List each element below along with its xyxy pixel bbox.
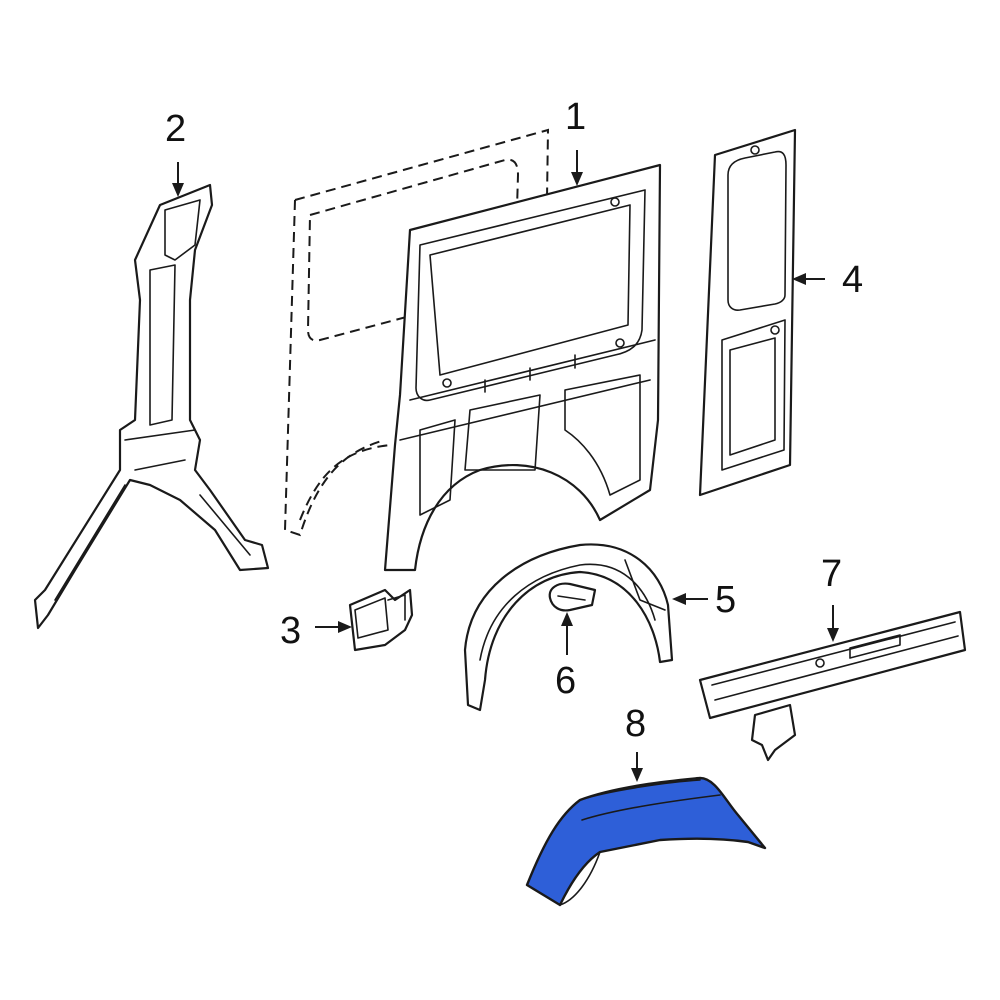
arrowhead-3 [338,621,352,633]
part-6-clip[interactable] [548,582,597,612]
callout-1: 1 [565,96,587,138]
part-1-quarter-inner-panel[interactable] [383,163,662,572]
part-3-bracket[interactable] [348,588,414,652]
callout-7: 7 [821,553,843,595]
callout-2: 2 [165,108,187,150]
callout-5: 5 [715,579,737,621]
arrowhead-8 [631,768,643,782]
arrowhead-7 [827,628,839,642]
arrowhead-4 [792,273,806,285]
part-8-wheelhouse-outer-highlighted[interactable] [525,776,767,907]
callout-4: 4 [842,259,864,301]
callout-8: 8 [625,703,647,745]
arrowhead-1 [571,172,583,186]
arrowhead-6 [561,612,573,626]
callout-3: 3 [280,610,302,652]
part-5-wheelhouse-inner[interactable] [463,543,674,712]
part-2-pillar-reinforcement[interactable] [33,183,270,630]
arrowhead-5 [672,593,686,605]
part-7-sill-reinforcement[interactable] [698,610,967,762]
part-4-outer-side-panel[interactable] [698,128,797,497]
callout-6: 6 [555,660,577,702]
leader-arrows [172,150,839,782]
arrowhead-2 [172,183,184,197]
